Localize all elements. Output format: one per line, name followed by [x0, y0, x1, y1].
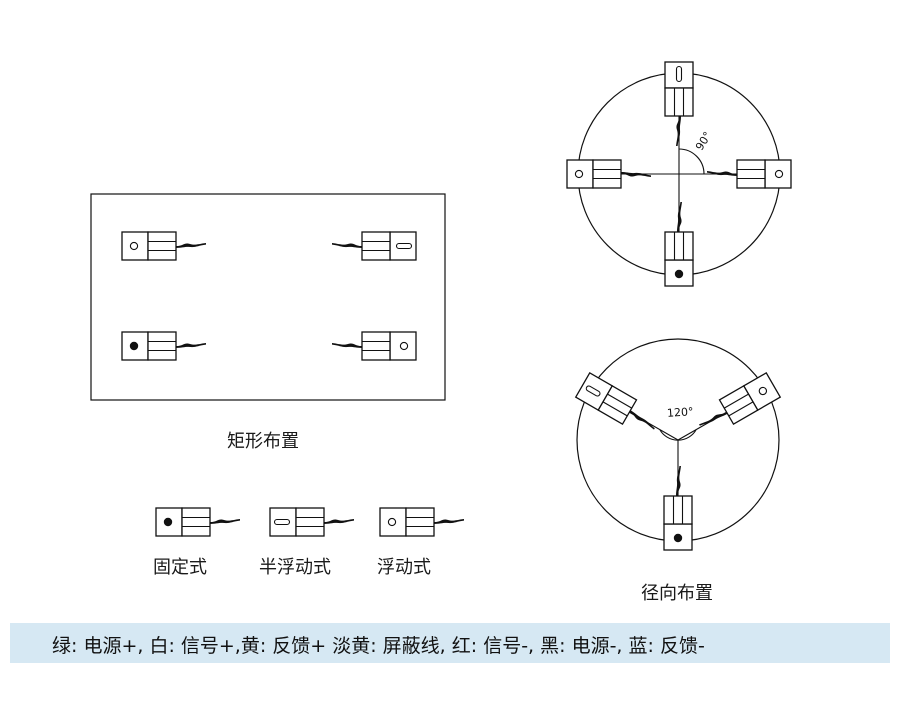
legend-semi-cell — [270, 508, 354, 536]
rect-layout-caption: 矩形布置 — [227, 431, 299, 452]
wire-color-band — [10, 623, 890, 663]
legend-float-cell — [380, 508, 464, 536]
radial-3-angle-arc — [659, 429, 697, 441]
radial-4-layout — [567, 62, 791, 286]
platform-outline — [90, 193, 446, 401]
radial-3-layout — [576, 338, 781, 550]
rect-layout — [90, 193, 446, 401]
radial-layout-caption: 径向布置 — [641, 583, 713, 604]
legend-fixed-label: 固定式 — [153, 557, 207, 578]
legend — [156, 508, 464, 536]
legend-semi-floating-label: 半浮动式 — [259, 557, 331, 578]
wire-color-legend: 绿: 电源+, 白: 信号+,黄: 反馈+ 淡黄: 屏蔽线, 红: 信号-, 黑… — [52, 635, 705, 657]
legend-fixed-cell — [156, 508, 240, 536]
angle-120-label: 120° — [666, 405, 694, 420]
legend-floating-label: 浮动式 — [377, 557, 431, 578]
radial-4-angle-arc — [678, 148, 705, 175]
